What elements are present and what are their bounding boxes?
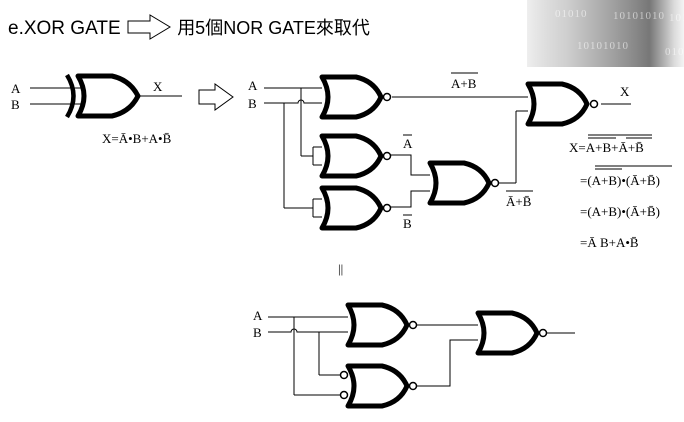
label-not-b: B (403, 216, 412, 231)
input-inversion-bubble (339, 390, 349, 400)
xor-gate-symbol (30, 73, 182, 119)
title-left: e.XOR GATE (8, 18, 121, 39)
decorative-banner: 01010 10101010 10101 10101010 010 (527, 0, 684, 67)
inversion-bubble (408, 320, 418, 330)
xor-input-b-label: B (11, 97, 20, 112)
nor-gate-4 (427, 160, 500, 206)
inversion-bubble (538, 328, 548, 338)
simplified-nor-gate-3 (475, 310, 548, 356)
page-title: e.XOR GATE 用5個NOR GATE來取代 (8, 14, 370, 42)
inversion-bubble (382, 151, 392, 161)
inversion-bubble (382, 203, 392, 213)
nor-circuit-wires (264, 87, 631, 218)
simplified-input-a-label: A (253, 308, 263, 323)
hollow-right-arrow-icon (127, 14, 171, 40)
derivation-line-2: =(A+B)•(Ā+B̄) (580, 173, 660, 188)
label-nor-ab: A+B (451, 76, 477, 91)
derivation-line-4: =Ā B+A•B̄ (580, 235, 639, 250)
label-nor-notab: Ā+B̄ (506, 194, 532, 209)
xor-extra-arc (65, 73, 76, 119)
nor-gate-3 (319, 185, 392, 231)
banner-text: 10101 (669, 12, 684, 24)
xor-output-label: X (153, 79, 163, 94)
hollow-right-arrow-icon (198, 83, 234, 111)
inversion-bubble (382, 92, 392, 102)
derivation-line-3: =(A+B)•(Ā+B̄) (580, 204, 660, 219)
xor-input-a-label: A (11, 81, 21, 96)
inversion-bubble (490, 178, 500, 188)
simplified-circuit-wires (268, 316, 575, 396)
title-right: 用5個NOR GATE來取代 (177, 18, 370, 38)
nor-output-label: X (620, 84, 630, 99)
banner-text: 10101010 (613, 10, 665, 22)
nor-gate-1 (319, 74, 392, 120)
nor-input-b-label: B (248, 96, 257, 111)
nor-gate-2 (319, 133, 392, 179)
inversion-bubble (408, 381, 418, 391)
xor-body (75, 73, 141, 119)
equivalence-sign: || (338, 261, 343, 276)
banner-text: 010 (665, 46, 684, 58)
simplified-nor-gate-2 (339, 363, 418, 409)
simplified-nor-gate-1 (345, 302, 418, 348)
xor-equation: X=Ā•B+A•B̄ (102, 131, 172, 146)
banner-text: 01010 (555, 8, 588, 20)
label-not-a: A (403, 136, 413, 151)
banner-text: 10101010 (577, 40, 629, 52)
derivation-line-1: X=A+B+Ā+B̄ (569, 140, 644, 155)
input-inversion-bubble (339, 370, 349, 380)
simplified-input-b-label: B (253, 325, 262, 340)
inversion-bubble (589, 99, 599, 109)
nor-gate-5 (525, 81, 599, 127)
nor-input-a-label: A (248, 78, 258, 93)
boolean-derivation: X=A+B+Ā+B̄ =(A+B)•(Ā+B̄) =(A+B)•(Ā+B̄) =… (569, 134, 672, 250)
